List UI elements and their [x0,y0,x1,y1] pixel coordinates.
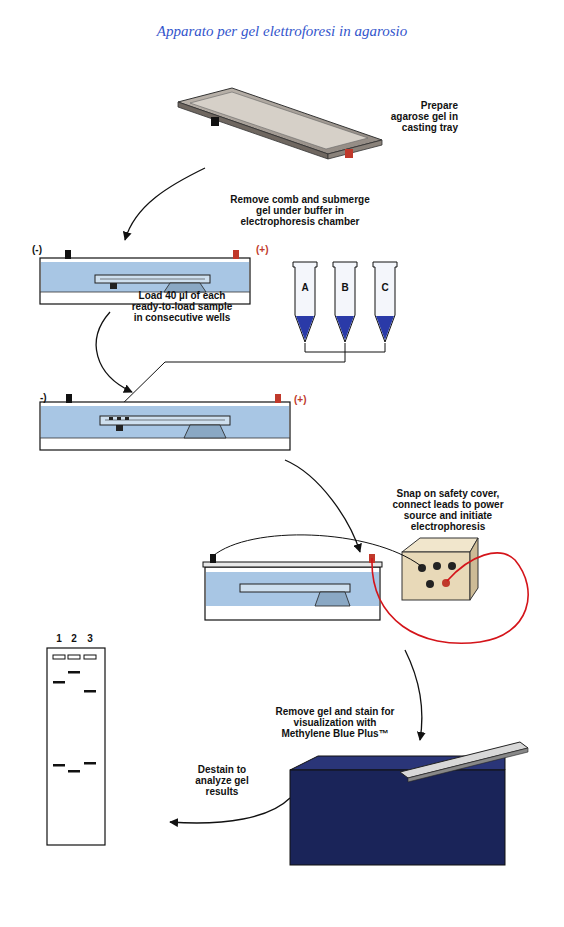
polarity-label: (-) [32,244,42,255]
power-supply [402,538,478,600]
tube-label: C [381,282,388,293]
gel-result [47,648,105,845]
staining-tray [290,742,528,865]
tube-label: B [341,282,348,293]
lane-number: 1 [56,633,62,644]
step-caption: Prepare agarose gel in casting tray [380,100,458,133]
step-caption: Load 40 µl of each ready-to-load sample … [130,290,234,323]
polarity-label: (+) [256,244,269,255]
lane-number: 3 [87,633,93,644]
step-caption: Remove gel and stain for visualization w… [270,706,400,739]
running-chamber [203,554,382,620]
sample-tubes [293,262,397,342]
polarity-label: -) [40,392,47,403]
casting-tray [178,88,382,159]
tube-label: A [301,282,308,293]
leads [213,535,528,643]
polarity-label: (+) [294,394,307,405]
step-caption: Destain to analyze gel results [182,764,262,797]
step-caption: Remove comb and submerge gel under buffe… [224,194,376,227]
electrophoresis-chamber [40,394,290,450]
lane-number: 2 [71,633,77,644]
page-title: Apparato per gel elettroforesi in agaros… [157,22,407,40]
step-caption: Snap on safety cover, connect leads to p… [378,488,518,532]
